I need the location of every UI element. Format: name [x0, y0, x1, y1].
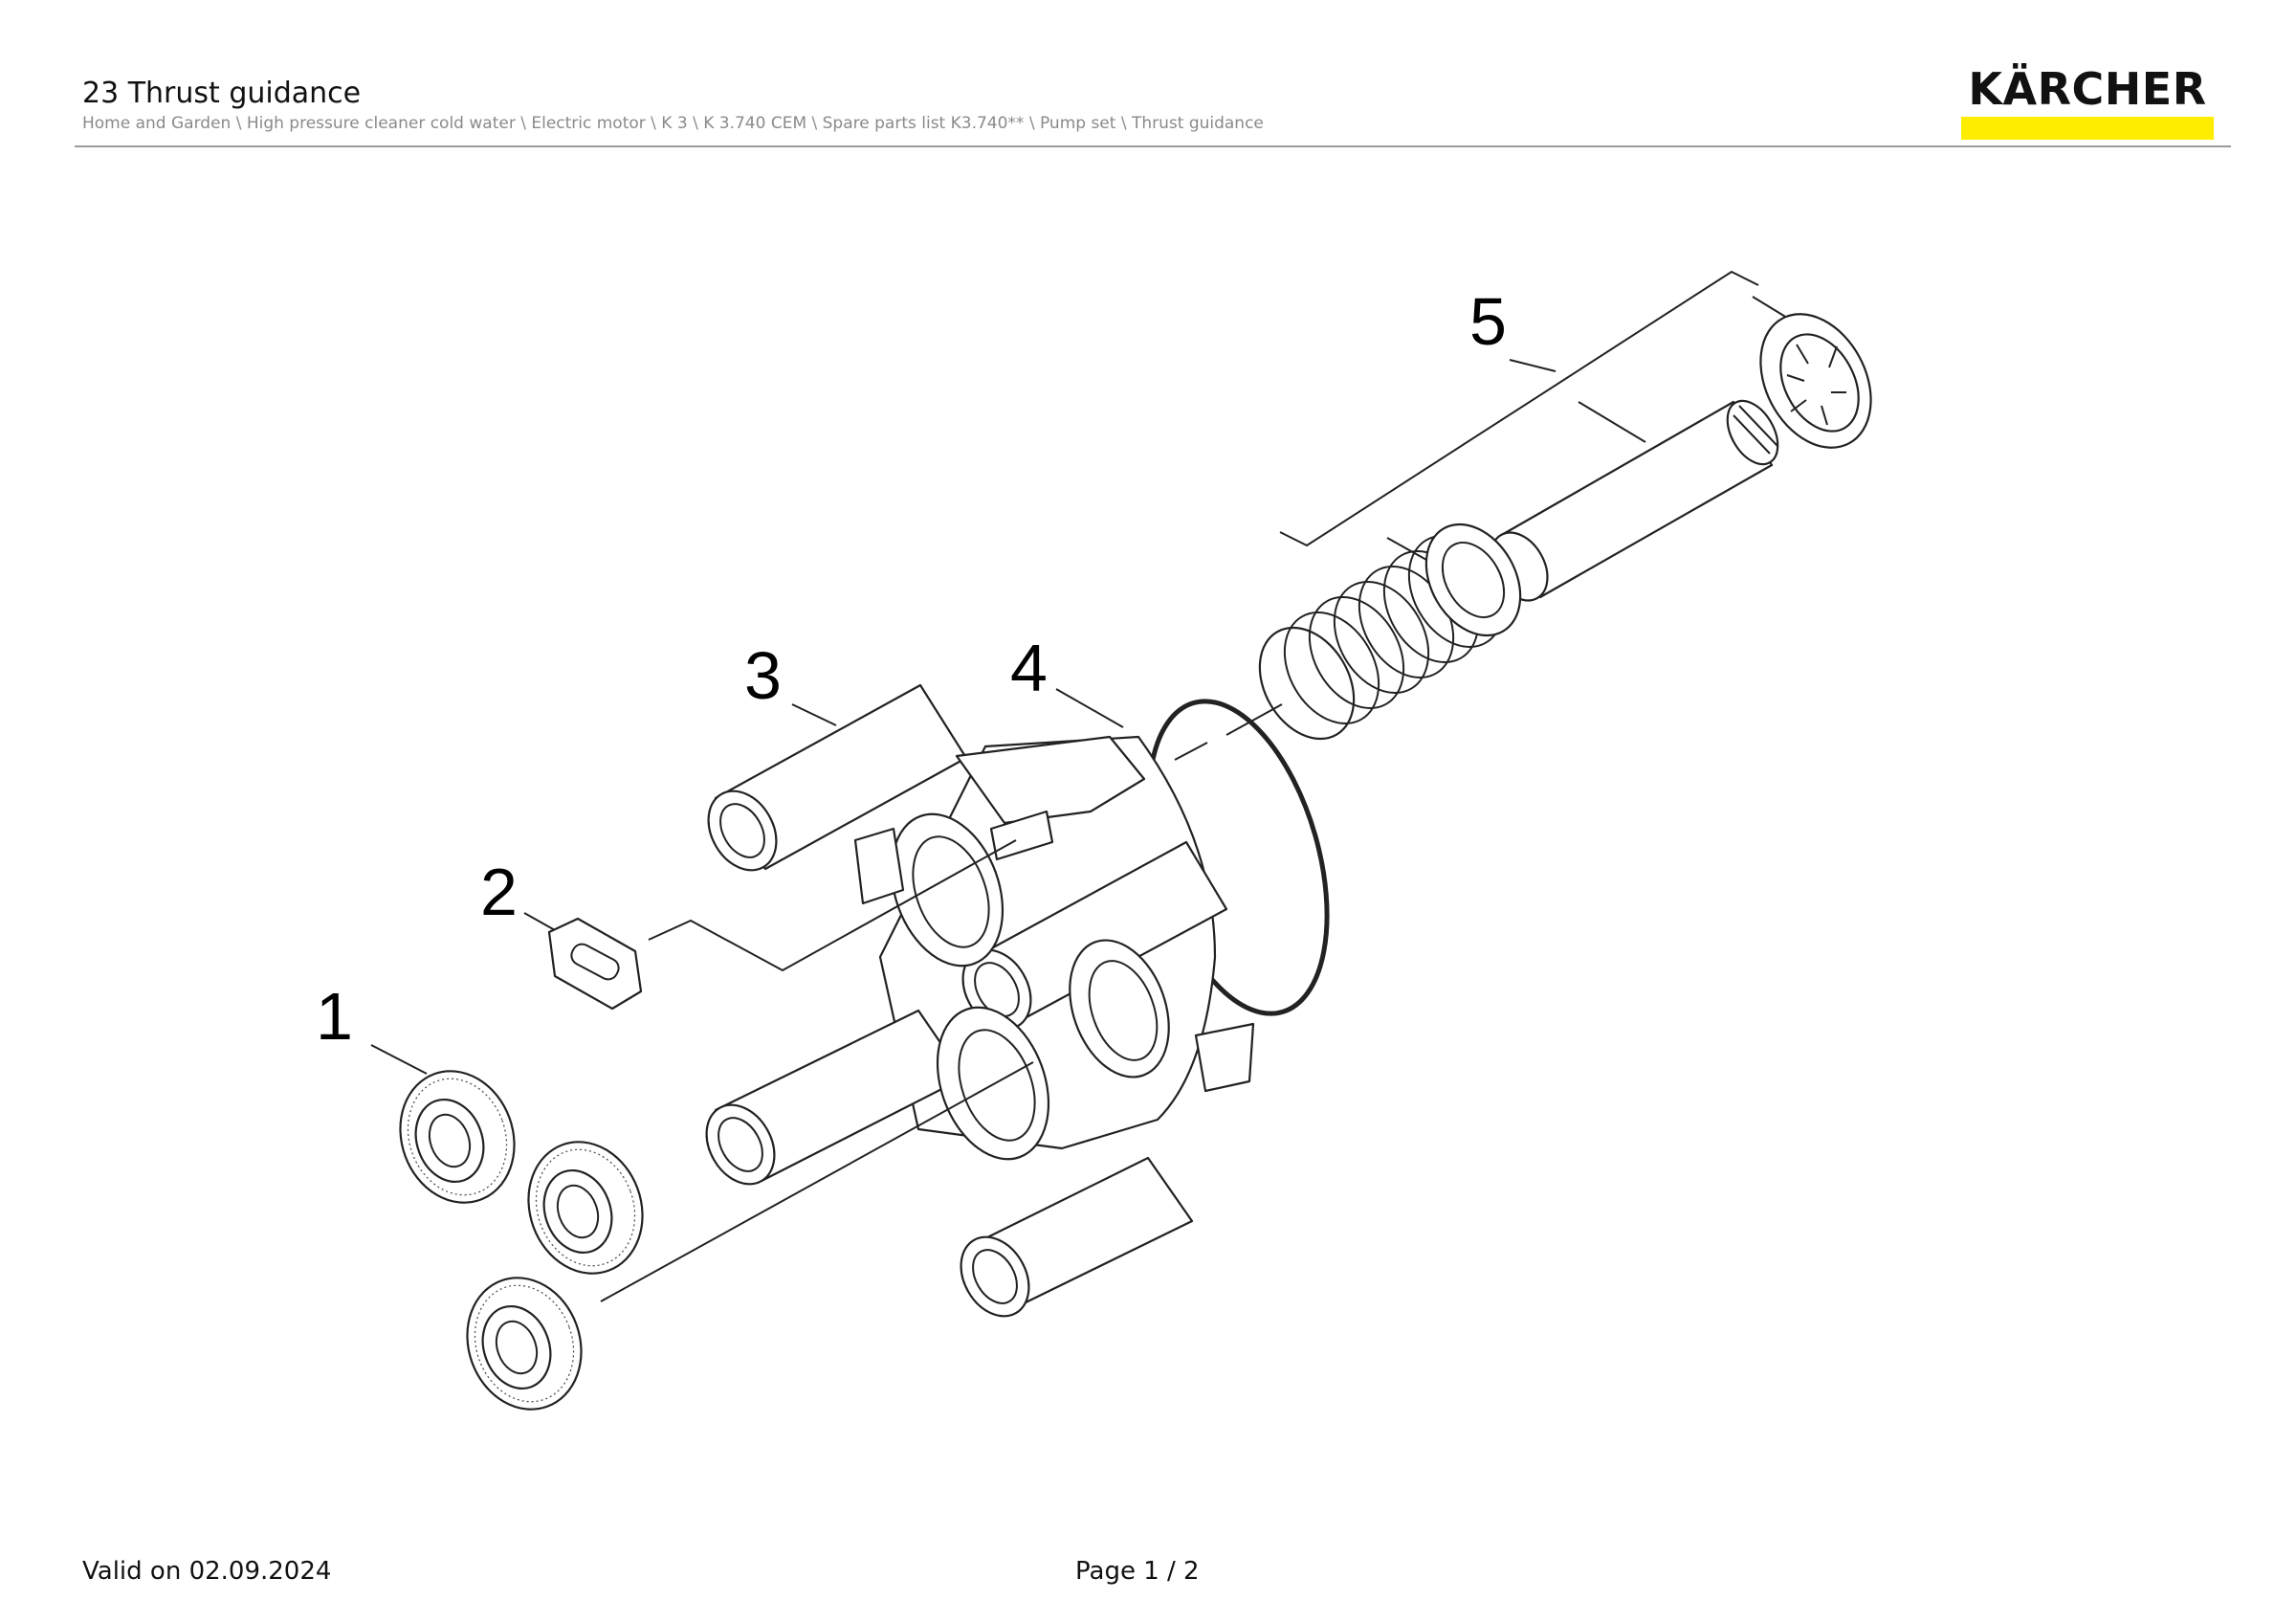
- page-header: 23 Thrust guidance Home and Garden \ Hig…: [0, 0, 2296, 153]
- header-divider: [75, 145, 2231, 147]
- page-number: Page 1 / 2: [1075, 1557, 1200, 1586]
- callout-1: 1: [316, 979, 353, 1054]
- seal-ring-c: [466, 1277, 583, 1411]
- part-2-slide-block: [523, 839, 1017, 1011]
- exploded-parts-drawing: 1 2 3 4 5: [316, 270, 1872, 1411]
- callout-5: 5: [1469, 284, 1507, 359]
- seal-ring-a: [399, 1070, 516, 1204]
- part-1-seal-rings: [370, 1044, 1034, 1411]
- breadcrumb: Home and Garden \ High pressure cleaner …: [82, 114, 1264, 133]
- callout-4: 4: [1010, 631, 1048, 705]
- callout-3: 3: [744, 638, 782, 713]
- page-title: 23 Thrust guidance: [82, 77, 362, 110]
- seal-ring-b: [527, 1141, 644, 1275]
- compression-spring: [1258, 522, 1522, 741]
- thrust-pin: [1490, 399, 1779, 602]
- valid-date: Valid on 02.09.2024: [82, 1557, 332, 1586]
- karcher-logo: KÄRCHER: [1959, 63, 2216, 140]
- thrust-guidance-body: [705, 683, 1255, 1318]
- logo-yellow-bar: [1961, 117, 2214, 140]
- logo-wordmark: KÄRCHER: [1968, 63, 2207, 115]
- part-5-group: [1225, 270, 1872, 741]
- callout-2: 2: [480, 855, 518, 929]
- retaining-washer: [1759, 313, 1872, 449]
